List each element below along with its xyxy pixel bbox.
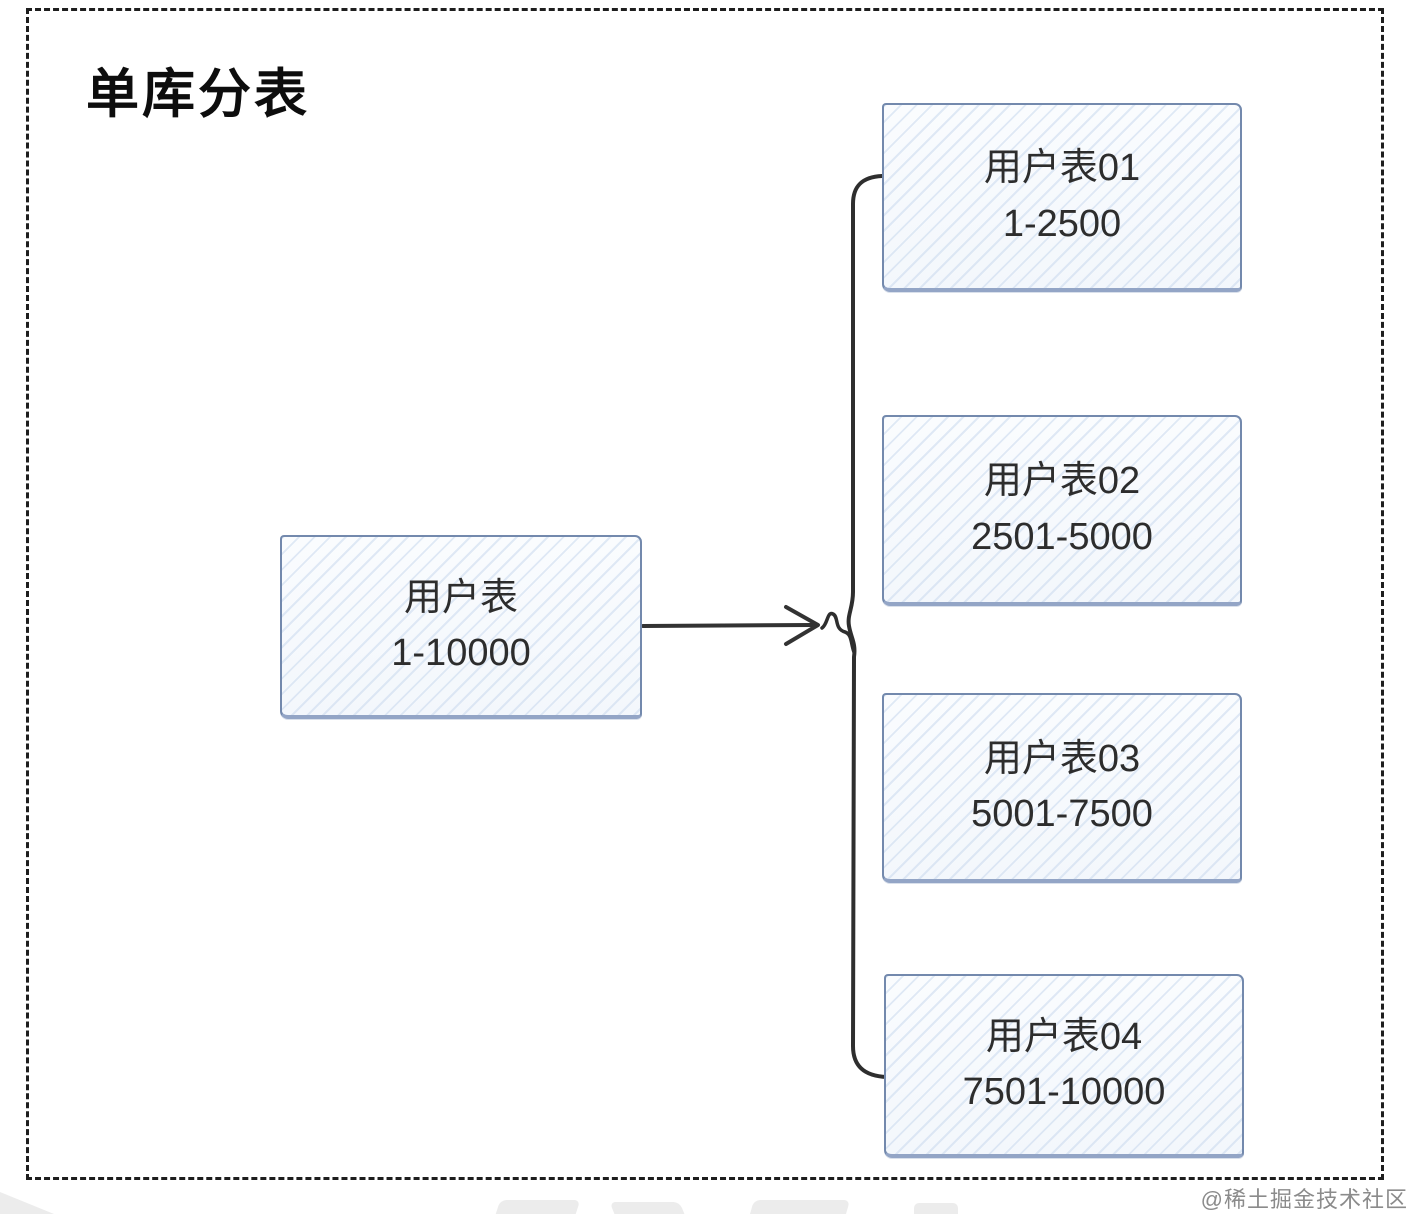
shard-table-range: 1-2500: [1002, 202, 1122, 245]
shard-table-name: 用户表02: [983, 460, 1141, 503]
shard-table-range: 7501-10000: [962, 1071, 1166, 1113]
shard-table-name: 用户表01: [983, 147, 1141, 190]
site-watermark: @稀土掘金技术社区: [1200, 1187, 1408, 1212]
source-table-name: 用户表: [403, 576, 518, 619]
shard-table-name: 用户表03: [983, 737, 1141, 780]
shard-table-range: 2501-5000: [971, 515, 1153, 558]
diagram-dashed-border: [26, 8, 1384, 1180]
source-table-node: 用户表 1-10000: [280, 535, 642, 719]
background-watermark-shape: [749, 1200, 851, 1214]
shard-table-node-04: 用户表04 7501-10000: [884, 974, 1244, 1158]
shard-table-node-03: 用户表03 5001-7500: [882, 693, 1242, 883]
shard-table-name: 用户表04: [985, 1015, 1143, 1058]
background-watermark-shape: [0, 1192, 54, 1214]
background-watermark-shape: [914, 1203, 958, 1214]
background-watermark-shape: [495, 1200, 581, 1214]
shard-table-node-02: 用户表02 2501-5000: [882, 415, 1242, 606]
shard-table-node-01: 用户表01 1-2500: [882, 103, 1242, 292]
shard-table-range: 5001-7500: [971, 793, 1153, 835]
background-watermark-shape: [609, 1202, 685, 1214]
source-table-range: 1-10000: [391, 632, 531, 674]
diagram-title: 单库分表: [86, 65, 310, 124]
